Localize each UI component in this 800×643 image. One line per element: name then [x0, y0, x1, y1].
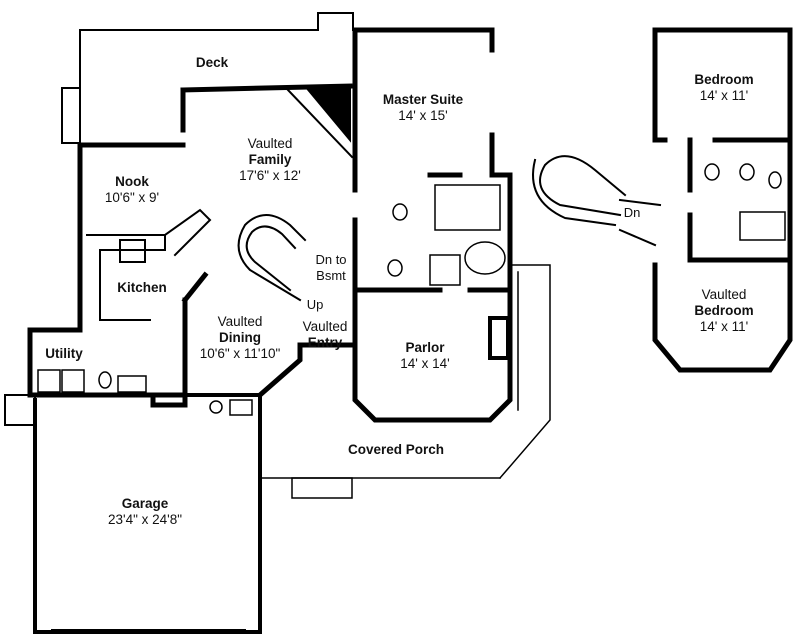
main-walls [27, 27, 513, 423]
room-label-dining: Vaulted Dining 10'6" x 11'10" [199, 314, 281, 361]
room-label-entry: Vaulted Entry [302, 319, 348, 350]
upper-walls [652, 27, 793, 373]
garage-walls [4, 393, 262, 634]
main-stair [237, 214, 307, 302]
stair-label-down-to-basement: Dn to Bsmt [315, 252, 347, 283]
porch-outline [259, 264, 551, 499]
stair-label-down-upper: Dn [623, 205, 641, 220]
upper-stair [532, 155, 662, 247]
room-label-deck: Deck [195, 55, 229, 70]
room-label-family: Vaulted Family 17'6" x 12' [239, 136, 301, 183]
room-label-bedroom-upper: Bedroom 14' x 11' [694, 72, 754, 103]
master-bath-fixtures [387, 184, 506, 286]
kitchen-counters [86, 208, 212, 321]
room-label-covered-porch: Covered Porch [347, 442, 445, 457]
stair-label-up: Up [306, 297, 324, 312]
room-label-utility: Utility [45, 346, 83, 361]
parlor-fireplace [488, 316, 510, 360]
room-label-parlor: Parlor 14' x 14' [400, 340, 450, 371]
water-heater [209, 400, 223, 414]
room-label-garage: Garage 23'4" x 24'8" [107, 496, 183, 527]
room-label-bedroom-vaulted: Vaulted Bedroom 14' x 11' [694, 287, 754, 334]
room-label-nook: Nook 10'6" x 9' [104, 174, 160, 205]
utility-fixtures [37, 369, 147, 393]
room-label-master-suite: Master Suite 14' x 15' [382, 92, 464, 123]
deck-outline [61, 12, 493, 146]
upper-fixtures [704, 163, 786, 241]
garage-cabinet [229, 399, 253, 416]
fireplace [286, 85, 354, 159]
room-label-kitchen: Kitchen [117, 280, 167, 295]
